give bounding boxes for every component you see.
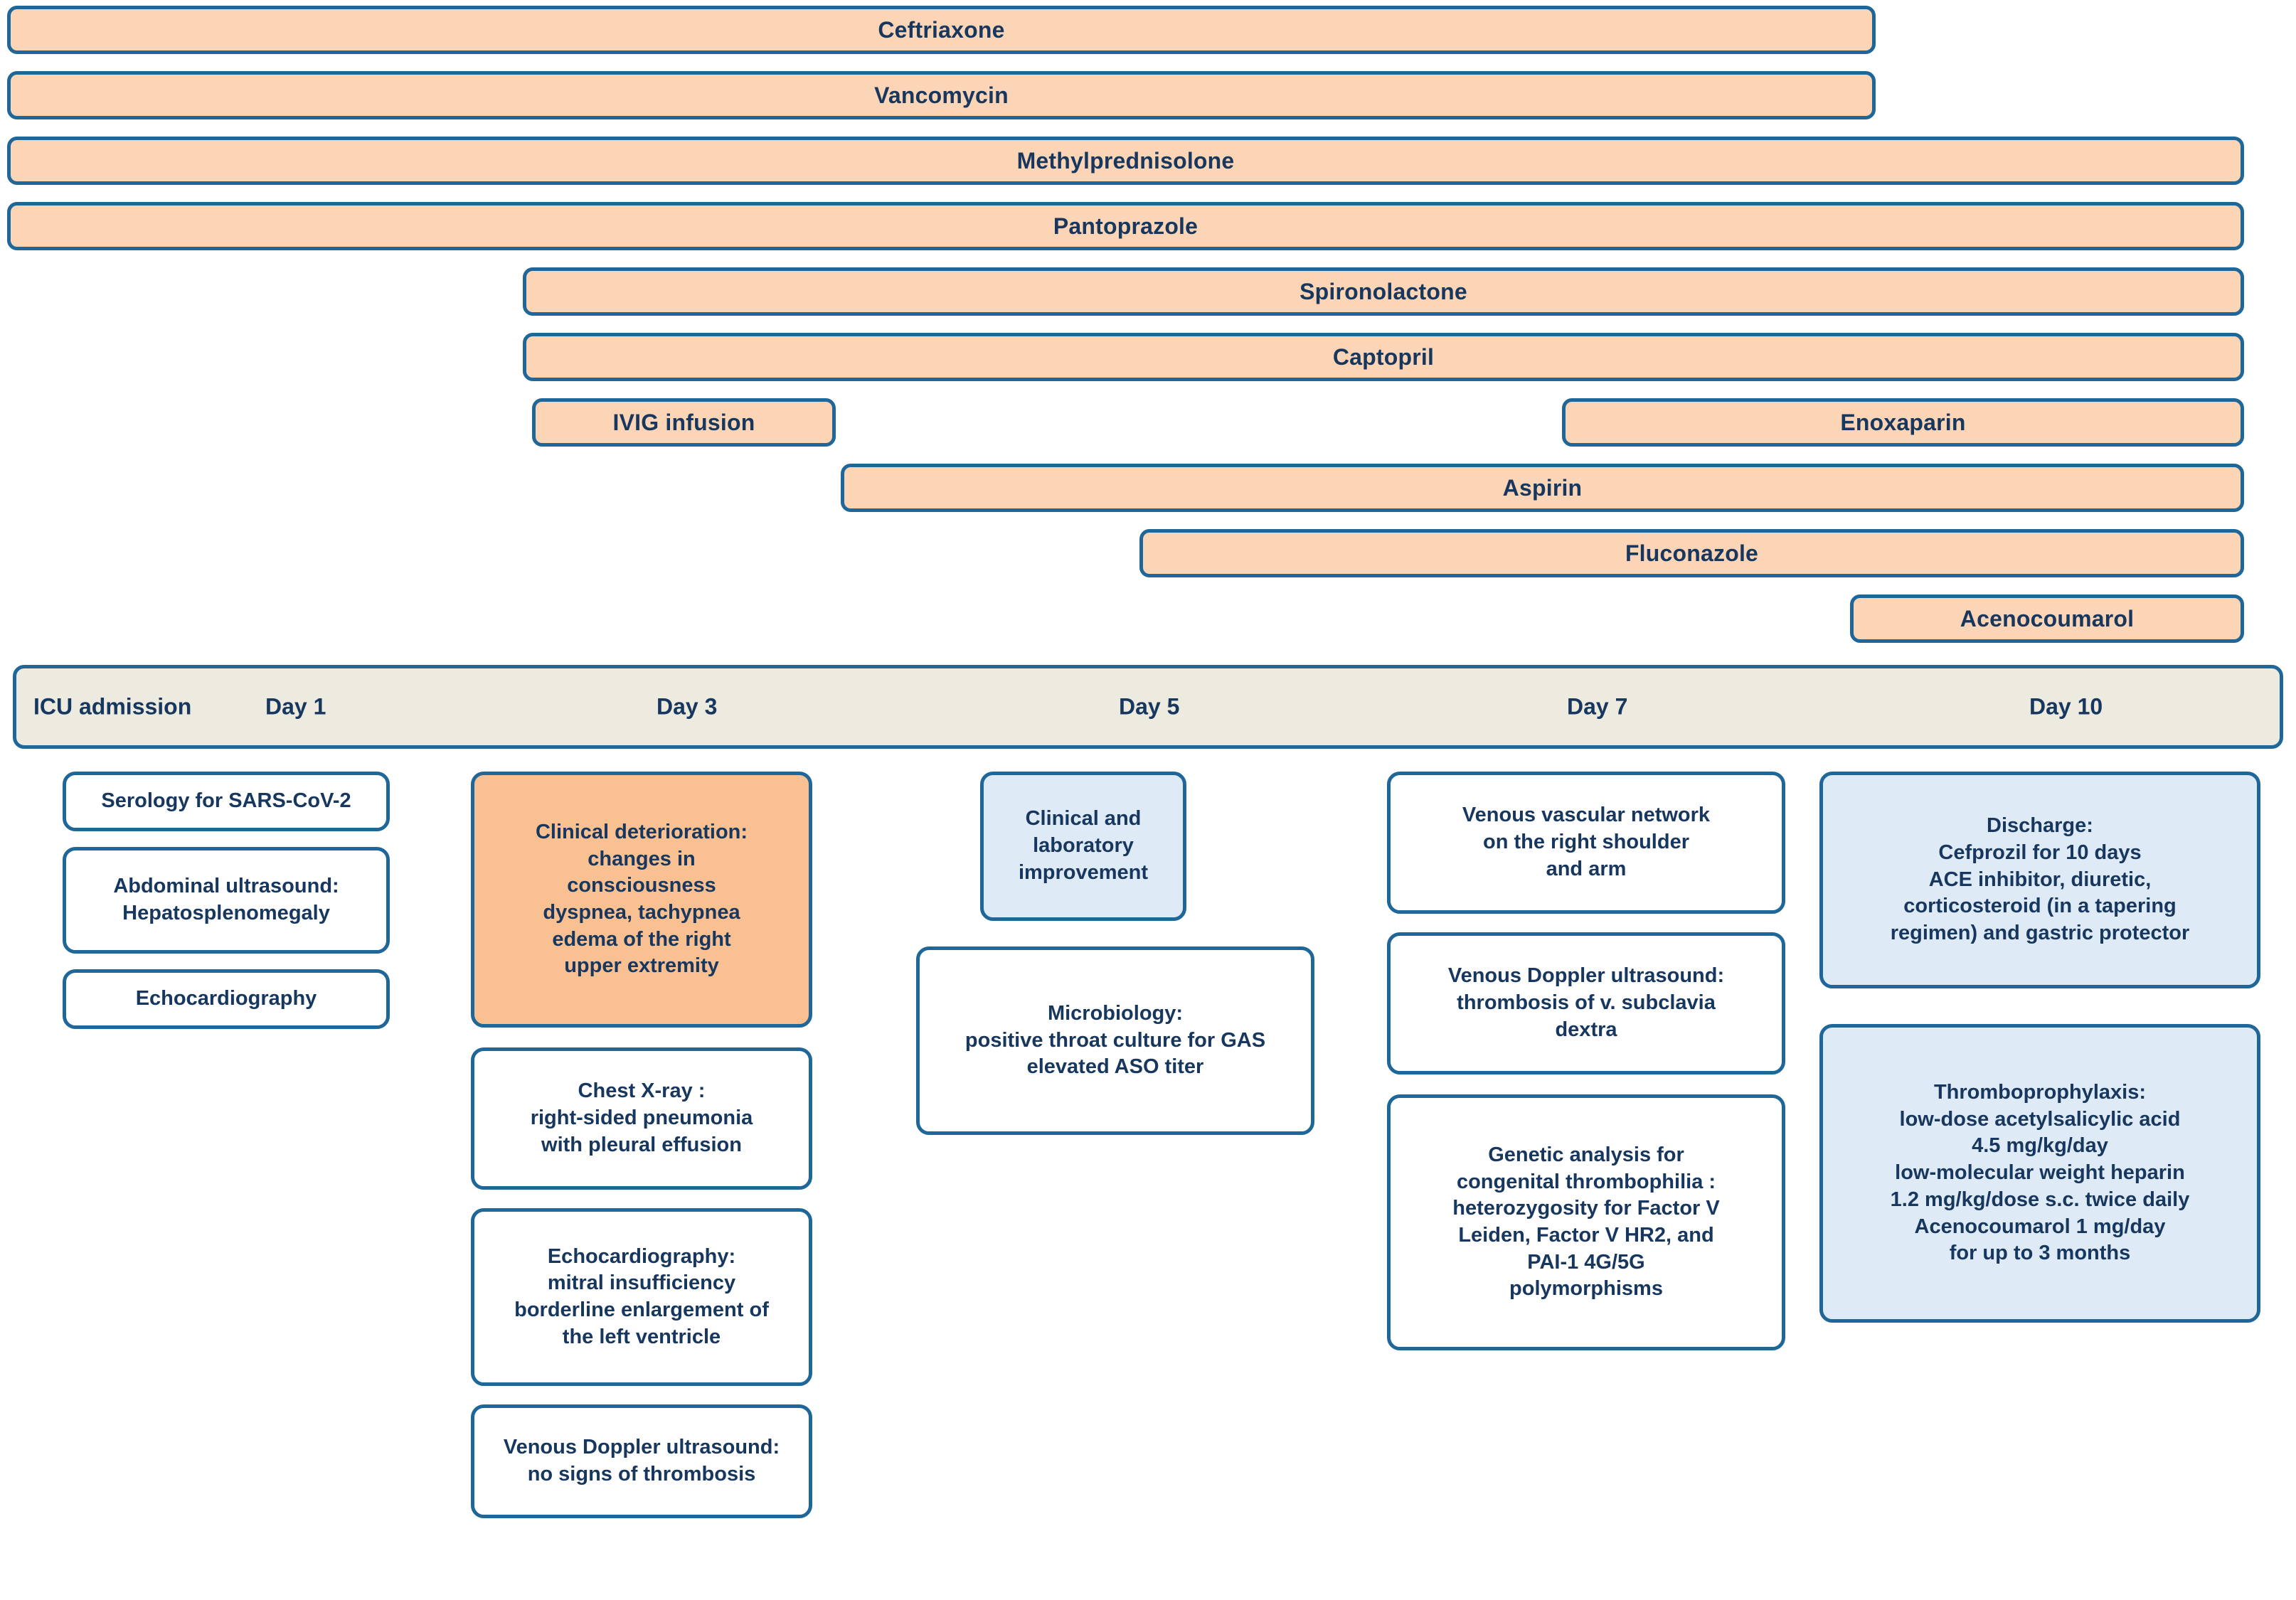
medication-bar: Methylprednisolone	[7, 137, 2244, 185]
event-box: Genetic analysis for congenital thrombop…	[1387, 1094, 1785, 1350]
medication-bar-label: Enoxaparin	[1840, 409, 1966, 435]
event-box: Venous Doppler ultrasound: thrombosis of…	[1387, 932, 1785, 1074]
timeline-tick: Day 10	[2029, 693, 2103, 720]
event-box: Echocardiography: mitral insufficiency b…	[471, 1208, 812, 1386]
event-box: Clinical deterioration: changes in consc…	[471, 772, 812, 1028]
medication-bar: Aspirin	[841, 464, 2244, 512]
event-box-text: Microbiology: positive throat culture fo…	[964, 1001, 1266, 1079]
timeline-axis: ICU admission Day 1 Day 3 Day 5 Day 7 Day 10	[13, 665, 2283, 749]
event-column-day-3: Clinical deterioration: changes in consc…	[471, 772, 812, 1534]
medication-bar: Pantoprazole	[7, 202, 2244, 250]
medication-bar-label: IVIG infusion	[612, 409, 755, 435]
medication-bar-label: Vancomycin	[874, 82, 1009, 108]
timeline-tick: Day 3	[657, 693, 718, 720]
event-column-day-10: Discharge: Cefprozil for 10 days ACE inh…	[1819, 772, 2260, 1338]
event-box: Thromboprophylaxis: low-dose acetylsalic…	[1819, 1024, 2260, 1323]
event-box: Microbiology: positive throat culture fo…	[916, 946, 1314, 1135]
event-box-text: Serology for SARS-CoV-2	[101, 789, 351, 813]
event-box: Clinical and laboratory improvement	[980, 772, 1186, 921]
event-box: Discharge: Cefprozil for 10 days ACE inh…	[1819, 772, 2260, 988]
medication-bar: IVIG infusion	[532, 398, 836, 447]
medication-bar: Captopril	[523, 333, 2244, 381]
timeline-tick: Day 5	[1119, 693, 1180, 720]
medication-bar-label: Ceftriaxone	[878, 16, 1005, 43]
event-box-text: Clinical deterioration: changes in consc…	[535, 820, 748, 978]
timeline-tick: ICU admission	[33, 693, 192, 720]
medication-bar-label: Methylprednisolone	[1016, 147, 1235, 174]
medication-bar: Acenocoumarol	[1850, 594, 2244, 643]
medication-bar: Fluconazole	[1139, 529, 2244, 577]
medication-bar-label: Pantoprazole	[1053, 213, 1199, 239]
event-box-text: Abdominal ultrasound: Hepatosplenomegaly	[113, 875, 339, 924]
medication-bar: Spironolactone	[523, 267, 2244, 316]
medication-bar: Enoxaparin	[1562, 398, 2244, 447]
medication-bar: Vancomycin	[7, 71, 1876, 119]
timeline-tick: Day 1	[265, 693, 326, 720]
event-column-day-7: Venous vascular network on the right sho…	[1387, 772, 1785, 1366]
event-box-text: Venous Doppler ultrasound: thrombosis of…	[1447, 964, 1725, 1041]
event-box-text: Genetic analysis for congenital thrombop…	[1452, 1143, 1720, 1301]
timeline-tick: Day 7	[1567, 693, 1628, 720]
event-box: Venous Doppler ultrasound: no signs of t…	[471, 1404, 812, 1518]
event-box-text: Thromboprophylaxis: low-dose acetylsalic…	[1890, 1081, 2190, 1265]
medication-bar-label: Acenocoumarol	[1960, 605, 2135, 631]
event-box-text: Echocardiography	[135, 987, 317, 1010]
medication-bar-label: Captopril	[1332, 343, 1435, 370]
event-box: Echocardiography	[63, 969, 390, 1029]
event-box: Serology for SARS-CoV-2	[63, 772, 390, 831]
event-box: Venous vascular network on the right sho…	[1387, 772, 1785, 914]
event-box: Chest X-ray : right-sided pneumonia with…	[471, 1047, 812, 1190]
medication-bar: Ceftriaxone	[7, 6, 1876, 54]
medication-bar-label: Fluconazole	[1625, 540, 1759, 566]
event-box-text: Venous vascular network on the right sho…	[1462, 804, 1711, 880]
event-box-text: Clinical and laboratory improvement	[1018, 807, 1149, 884]
medication-bar-label: Spironolactone	[1300, 278, 1467, 304]
event-box-text: Discharge: Cefprozil for 10 days ACE inh…	[1890, 814, 2190, 945]
event-box-text: Venous Doppler ultrasound: no signs of t…	[503, 1436, 780, 1486]
event-box: Abdominal ultrasound: Hepatosplenomegaly	[63, 847, 390, 954]
medication-bar-label: Aspirin	[1502, 474, 1583, 501]
event-box-text: Echocardiography: mitral insufficiency b…	[514, 1244, 769, 1348]
event-box-text: Chest X-ray : right-sided pneumonia with…	[530, 1079, 753, 1156]
